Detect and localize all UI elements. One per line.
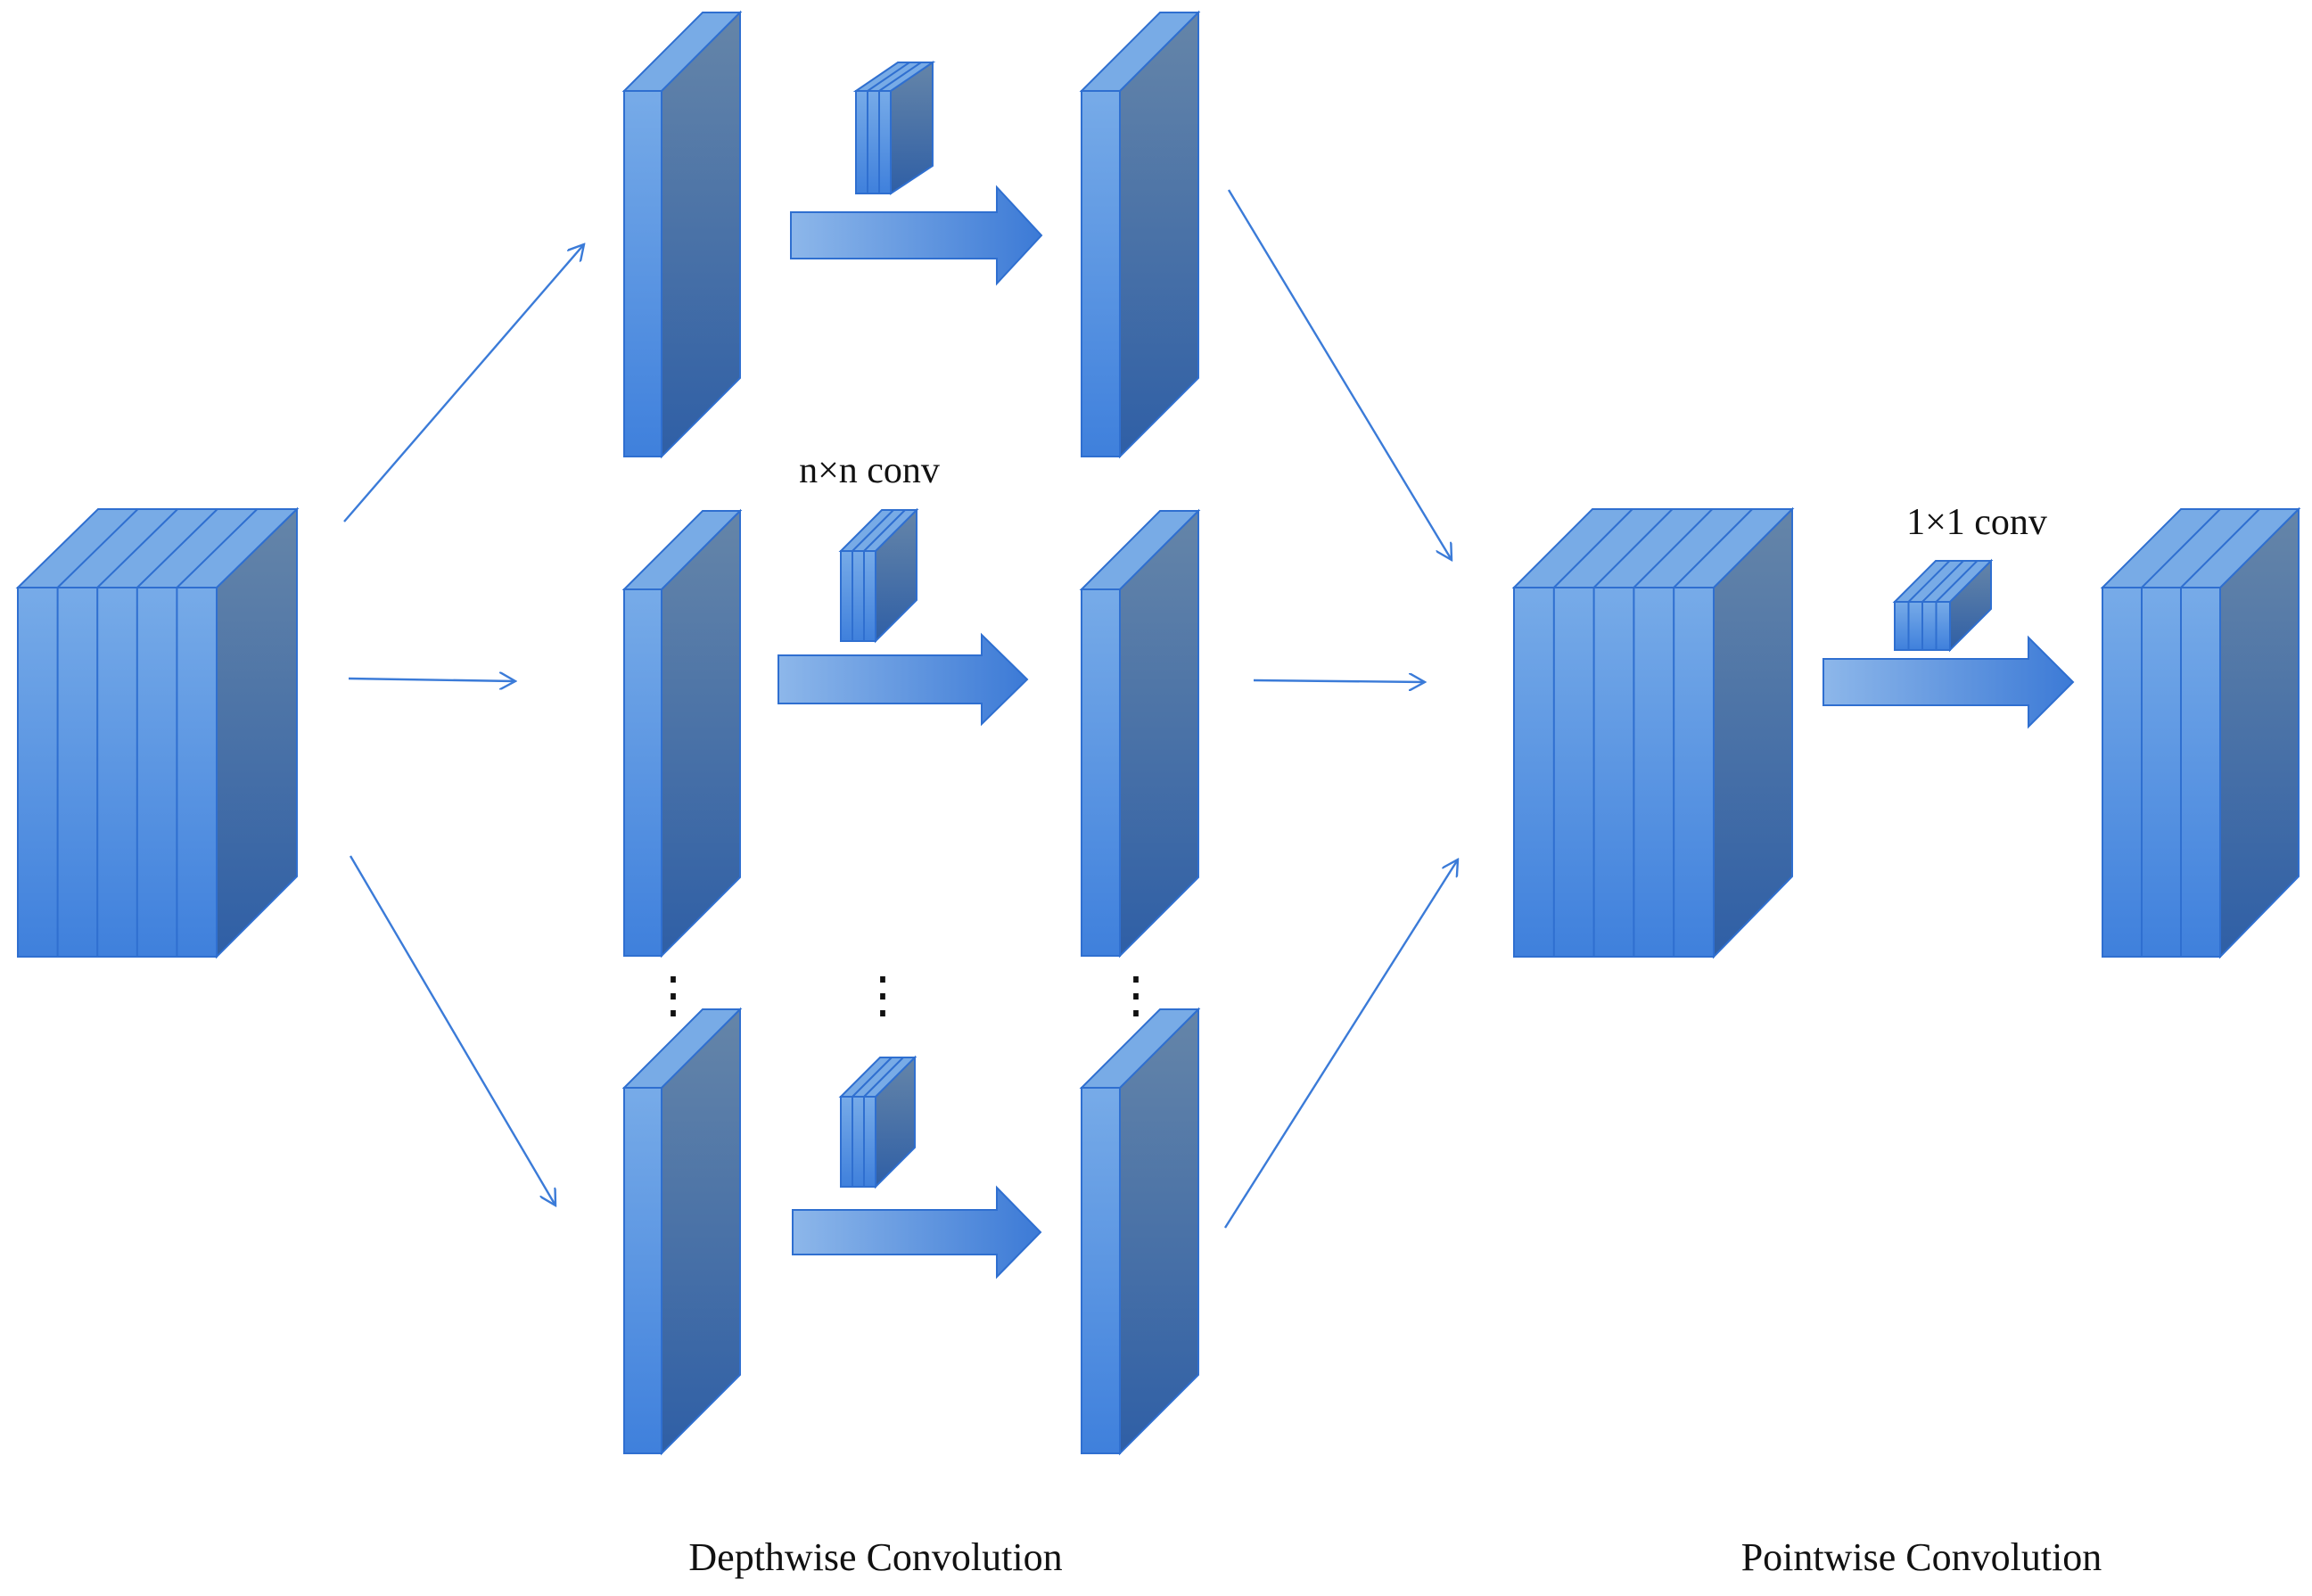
depthwise-input-slice-1 [621, 10, 743, 459]
depthwise-conv-arrow-2 [778, 632, 1029, 727]
input-channel-dividers [56, 508, 259, 957]
pointwise-conv-arrow [1822, 635, 2075, 729]
merge-arrow-middle [1253, 680, 1425, 682]
input-feature-map [15, 506, 300, 959]
pointwise-caption: Pointwise Convolution [1741, 1535, 2102, 1579]
ellipsis-output-slices: ⋮ [1111, 968, 1161, 1024]
split-arrow-bottom [349, 855, 555, 1205]
merge-arrow-top [1227, 189, 1452, 560]
input-front-face [17, 587, 218, 958]
split-arrow-top [343, 244, 584, 522]
pointwise-output-stack [2100, 506, 2301, 959]
depthwise-input-slice-2 [621, 508, 743, 958]
depthwise-kernel-1 [852, 61, 936, 195]
depthwise-conv-arrow-1 [790, 185, 1043, 286]
depthwise-output-stack [1511, 506, 1795, 959]
depthwise-caption: Depthwise Convolution [688, 1535, 1062, 1579]
depthwise-input-slice-3 [621, 1007, 743, 1456]
pointwise-kernel-label: 1×1 conv [1906, 502, 2047, 543]
ellipsis-input-slices: ⋮ [648, 968, 698, 1024]
split-arrow-middle [348, 679, 515, 681]
merge-arrow-bottom [1223, 860, 1458, 1229]
depthwise-output-slice-3 [1079, 1007, 1201, 1456]
depthwise-output-slice-2 [1079, 508, 1201, 958]
depthwise-kernel-3 [838, 1055, 917, 1189]
depthwise-conv-arrow-3 [792, 1185, 1042, 1279]
depthwise-kernel-label: n×n conv [799, 450, 940, 491]
ellipsis-kernels: ⋮ [858, 968, 908, 1024]
depthwise-output-slice-1 [1079, 10, 1201, 459]
depthwise-kernel-2 [838, 507, 919, 644]
pointwise-kernel [1892, 558, 1994, 653]
